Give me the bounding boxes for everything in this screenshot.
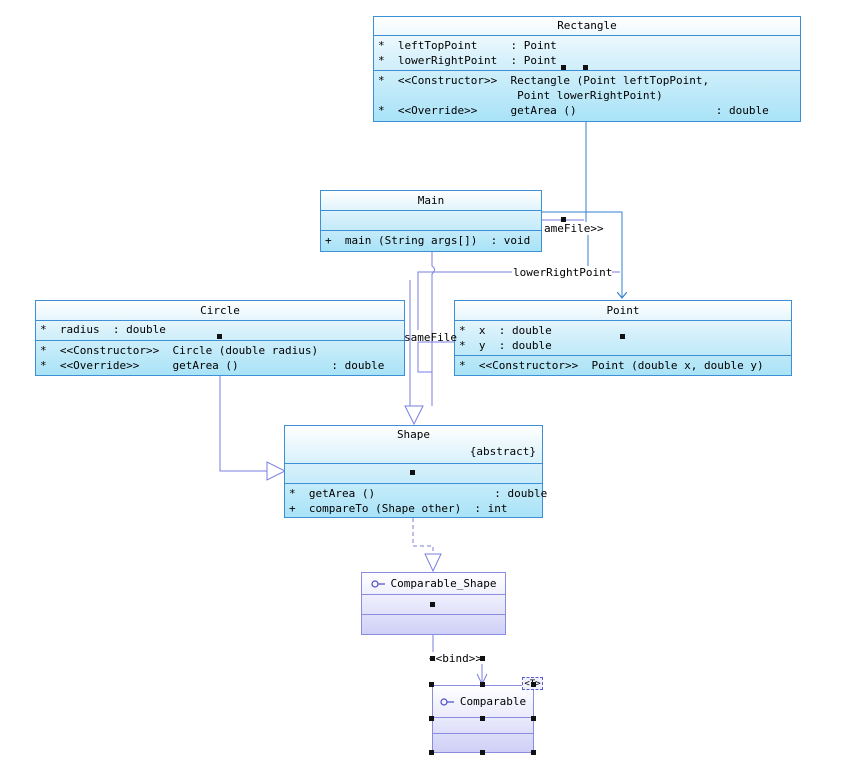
selection-handle[interactable] [531, 716, 536, 721]
operation: + main (String args[]) : void [325, 234, 531, 247]
selection-handle[interactable] [410, 470, 415, 475]
generalization-circle-shape[interactable] [219, 376, 267, 472]
operation: * <<Override>> getArea () : double [378, 104, 769, 117]
operations-section: * <<Constructor>> Circle (double radius)… [36, 340, 404, 373]
connector-label-samefile-2[interactable]: sameFile [404, 331, 457, 344]
dependency-main-shape-right [417, 342, 432, 373]
operation: * <<Override>> getArea () : double [40, 359, 385, 372]
class-circle[interactable]: Circle * radius : double * <<Constructor… [35, 300, 405, 376]
class-main[interactable]: Main + main (String args[]) : void [320, 190, 542, 252]
operation: + compareTo (Shape other) : int [289, 502, 508, 515]
operation: * <<Constructor>> Rectangle (Point leftT… [378, 74, 710, 87]
class-name: Shape [396, 428, 431, 441]
selection-handle[interactable] [561, 217, 566, 222]
connector-label-bind[interactable]: <<bind>> [429, 652, 482, 665]
selection-handle[interactable] [429, 682, 434, 687]
interface-title: Comparable [433, 686, 533, 717]
selection-handle[interactable] [531, 750, 536, 755]
attributes-section: * x : double * y : double [455, 320, 791, 355]
selection-handle[interactable] [480, 682, 485, 687]
attribute: * leftTopPoint : Point [378, 39, 557, 52]
attributes-section [362, 594, 505, 614]
operations-section: * <<Constructor>> Rectangle (Point leftT… [374, 70, 800, 118]
selection-handle[interactable] [480, 656, 485, 661]
interface-icon [370, 580, 385, 588]
selection-handle[interactable] [430, 602, 435, 607]
attribute: * lowerRightPoint : Point [378, 54, 557, 67]
connector-label-samefile[interactable]: ameFile>> [544, 222, 604, 235]
attributes-section [321, 210, 541, 230]
class-name: Circle [200, 304, 240, 317]
selection-handle[interactable] [583, 65, 588, 70]
operation: * getArea () : double [289, 487, 548, 500]
attributes-section [285, 463, 542, 483]
selection-handle[interactable] [429, 750, 434, 755]
attributes-section: * radius : double [36, 320, 404, 340]
class-shape[interactable]: Shape {abstract} * getArea () : double +… [284, 425, 548, 518]
operations-section: * <<Constructor>> Point (double x, doubl… [455, 355, 791, 373]
selection-handle[interactable] [480, 750, 485, 755]
realization-shape-comparable-shape[interactable] [412, 518, 434, 553]
operations-section [362, 614, 505, 634]
dependency-main-shape[interactable] [431, 252, 435, 406]
selection-handle[interactable] [429, 716, 434, 721]
operations-section: * getArea () : double + compareTo (Shape… [285, 483, 548, 516]
attributes-section: * leftTopPoint : Point * lowerRightPoint… [374, 35, 800, 70]
class-name: Rectangle [557, 19, 617, 32]
selection-handle[interactable] [480, 716, 485, 721]
operations-section [433, 733, 533, 751]
operation: * <<Constructor>> Point (double x, doubl… [459, 359, 764, 372]
interface-name: Comparable_Shape [390, 577, 497, 590]
interface-icon [440, 698, 454, 706]
operation: * <<Constructor>> Circle (double radius) [40, 344, 319, 357]
attribute: * radius : double [40, 323, 166, 336]
class-name: Main [417, 194, 445, 207]
selection-handle[interactable] [217, 334, 222, 339]
interface-title: Comparable_Shape [362, 573, 505, 594]
selection-handle[interactable] [430, 656, 435, 661]
generalization-arrowhead-top [404, 405, 424, 426]
association-lowerrightpoint[interactable] [417, 271, 512, 330]
operation: Point lowerRightPoint) [378, 89, 663, 102]
association-rectangle-point[interactable] [585, 122, 589, 270]
abstract-stereotype: {abstract} [469, 445, 536, 458]
generalization-arrowhead-circle [266, 461, 287, 481]
class-point[interactable]: Point * x : double * y : double * <<Cons… [454, 300, 792, 376]
interface-name: Comparable [459, 695, 527, 708]
class-name: Point [606, 304, 640, 317]
dependency-main-point[interactable] [542, 211, 622, 298]
selection-handle[interactable] [531, 682, 536, 687]
operations-section: + main (String args[]) : void [321, 230, 541, 248]
realization-arrowhead [424, 553, 442, 573]
attribute: * y : double [459, 339, 552, 352]
selection-handle[interactable] [620, 334, 625, 339]
connector-label-lowerrightpoint[interactable]: lowerRightPoint [513, 266, 613, 279]
selection-handle[interactable] [561, 65, 566, 70]
interface-comparable-shape[interactable]: Comparable_Shape [361, 572, 506, 635]
attribute: * x : double [459, 324, 552, 337]
